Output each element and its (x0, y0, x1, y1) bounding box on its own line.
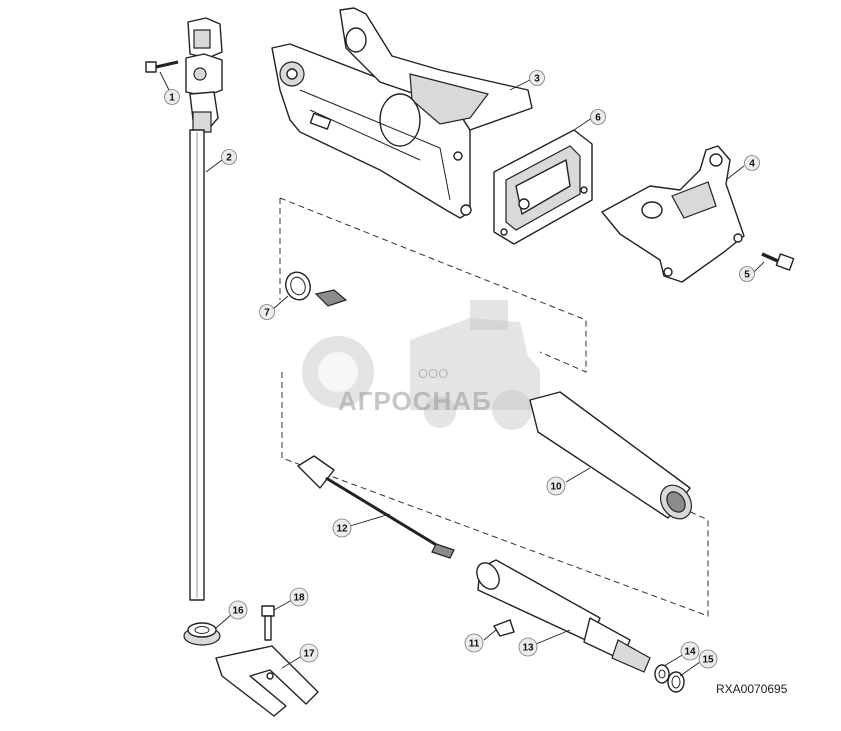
watermark-company-name: АГРОСНАБ (338, 386, 492, 416)
svg-text:10: 10 (550, 482, 562, 493)
mounting-bracket (601, 145, 745, 283)
universal-joint (185, 17, 223, 133)
plate-bolt (261, 605, 275, 641)
shaft-bushing (183, 622, 221, 646)
callout-7: 7 (259, 304, 275, 320)
callout-17: 17 (299, 643, 319, 663)
shaft-washer (654, 664, 670, 684)
callout-15: 15 (698, 649, 718, 669)
forked-retaining-plate (215, 645, 319, 717)
bracket-bolt (761, 252, 795, 271)
svg-text:3: 3 (534, 74, 540, 85)
svg-text:15: 15 (702, 655, 714, 666)
svg-text:14: 14 (684, 647, 696, 658)
svg-text:7: 7 (264, 308, 270, 319)
callout-10: 10 (546, 476, 566, 496)
svg-text:18: 18 (293, 593, 305, 604)
reference-code: RXA0070695 (716, 682, 788, 696)
inner-shaft (476, 559, 651, 673)
callout-6: 6 (590, 109, 606, 125)
watermark-prefix: ООО (418, 366, 448, 381)
callout-16: 16 (228, 600, 248, 620)
joint-bolt (145, 60, 179, 73)
svg-text:5: 5 (744, 270, 750, 281)
svg-text:13: 13 (522, 643, 534, 654)
callout-1: 1 (164, 89, 180, 105)
callout-11: 11 (464, 633, 484, 653)
support-bracket-frame (271, 7, 533, 219)
callout-12: 12 (332, 518, 352, 538)
cover-plate (493, 129, 593, 245)
outer-tube (529, 391, 693, 520)
svg-text:12: 12 (336, 524, 348, 535)
callout-2: 2 (221, 149, 237, 165)
callout-3: 3 (529, 70, 545, 86)
assembly-outline-lower (281, 372, 709, 617)
svg-text:16: 16 (232, 606, 244, 617)
callout-13: 13 (518, 637, 538, 657)
svg-text:6: 6 (595, 113, 601, 124)
leader-lines (159, 71, 765, 677)
svg-text:2: 2 (226, 153, 232, 164)
shaft-snap-ring (667, 671, 685, 693)
callout-5: 5 (739, 266, 755, 282)
svg-text:1: 1 (169, 93, 175, 104)
svg-text:17: 17 (303, 649, 315, 660)
adjusting-rod (297, 455, 455, 559)
svg-text:11: 11 (469, 639, 480, 650)
assembly-outline-upper (279, 197, 587, 373)
snap-ring (285, 271, 348, 307)
callout-4: 4 (744, 155, 760, 171)
callout-14: 14 (680, 641, 700, 661)
svg-text:4: 4 (749, 159, 755, 170)
agrosnab-watermark: ООО АГРОСНАБ (302, 300, 540, 430)
steering-shaft (189, 129, 205, 601)
callout-18: 18 (289, 587, 309, 607)
woodruff-key (493, 619, 515, 637)
